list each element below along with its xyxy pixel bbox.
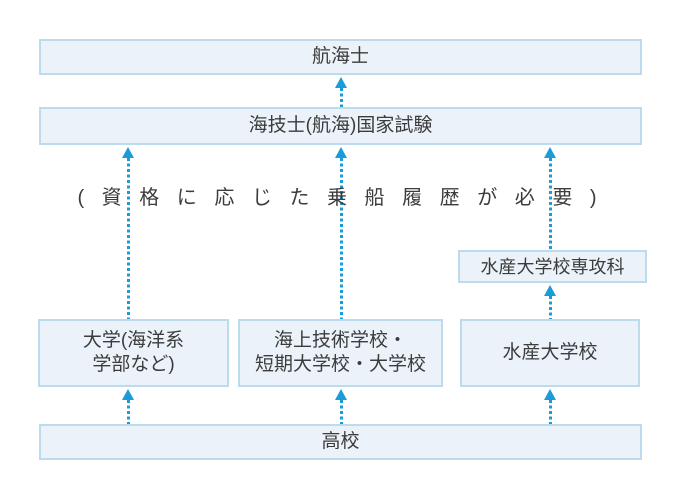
dotted-line	[548, 158, 552, 250]
arrowhead-up-icon	[122, 389, 134, 400]
dotted-line	[126, 158, 130, 319]
arrowhead-up-icon	[122, 147, 134, 158]
arrowhead-up-icon	[335, 389, 347, 400]
node-fisheries-college: 水産大学校	[460, 319, 640, 387]
arrowhead-up-icon	[335, 77, 347, 88]
node-high-school: 高校	[39, 424, 642, 460]
arrowhead-up-icon	[544, 389, 556, 400]
dotted-line	[548, 296, 552, 319]
node-fisheries-college-advanced-course: 水産大学校専攻科	[458, 250, 647, 283]
arrowhead-up-icon	[544, 285, 556, 296]
dotted-line	[126, 400, 130, 424]
arrow-maritime-schools-to-exam	[335, 147, 347, 319]
dotted-line	[339, 400, 343, 424]
arrowhead-up-icon	[544, 147, 556, 158]
arrow-highschool-to-maritime-schools	[335, 389, 347, 424]
arrow-exam-to-navigator	[335, 77, 347, 107]
arrow-highschool-to-fisheries-college	[544, 389, 556, 424]
dotted-line	[339, 158, 343, 319]
arrow-highschool-to-university	[122, 389, 134, 424]
arrow-university-to-exam	[122, 147, 134, 319]
node-university: 大学(海洋系 学部など)	[38, 319, 229, 387]
node-maritime-schools: 海上技術学校・ 短期大学校・大学校	[238, 319, 443, 387]
arrow-fisheries-college-to-advanced-course	[544, 285, 556, 319]
dotted-line	[339, 88, 343, 107]
qualification-note: ( 資 格 に 応 じ た 乗 船 履 歴 が 必 要 )	[77, 187, 603, 209]
dotted-line	[548, 400, 552, 424]
node-marine-technician-exam: 海技士(航海)国家試験	[39, 107, 642, 145]
arrowhead-up-icon	[335, 147, 347, 158]
arrow-advanced-course-to-exam	[544, 147, 556, 250]
node-navigator: 航海士	[39, 39, 642, 75]
